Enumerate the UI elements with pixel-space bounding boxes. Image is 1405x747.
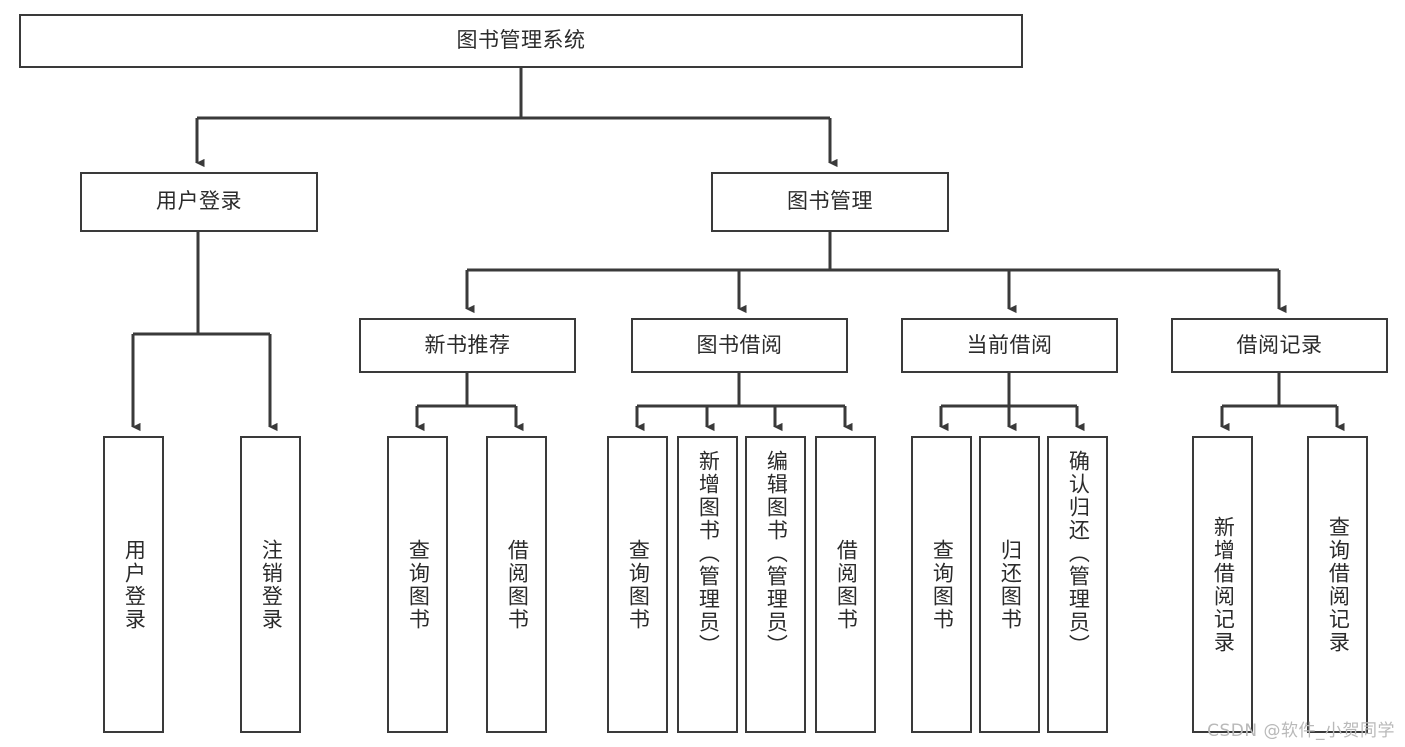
node-label: 查询图书	[626, 538, 651, 631]
leaf-borrow-add-book-admin[interactable]: 新增图书（管理员）	[677, 436, 738, 733]
node-label: 用户登录	[122, 538, 147, 631]
node-user-login[interactable]: 用户登录	[80, 172, 318, 232]
node-label: 图书管理	[787, 189, 873, 214]
node-label: 归还图书	[998, 538, 1023, 631]
leaf-current-confirm-return-admin[interactable]: 确认归还（管理员）	[1047, 436, 1108, 733]
node-borrow-records[interactable]: 借阅记录	[1171, 318, 1388, 373]
leaf-records-query-record[interactable]: 查询借阅记录	[1307, 436, 1368, 733]
node-new-book-recommend[interactable]: 新书推荐	[359, 318, 576, 373]
leaf-records-add-record[interactable]: 新增借阅记录	[1192, 436, 1253, 733]
leaf-current-query-book[interactable]: 查询图书	[911, 436, 972, 733]
node-label: 新书推荐	[424, 332, 511, 357]
node-label: 查询图书	[406, 538, 431, 631]
node-label: 借阅记录	[1236, 332, 1323, 357]
leaf-borrow-borrow-book[interactable]: 借阅图书	[815, 436, 876, 733]
node-label: 查询借阅记录	[1326, 515, 1351, 654]
node-label: 编辑图书（管理员）	[764, 450, 789, 657]
leaf-borrow-query-book[interactable]: 查询图书	[607, 436, 668, 733]
csdn-watermark: CSDN @软件_小贺同学	[1207, 721, 1395, 741]
leaf-user-login-signin[interactable]: 用户登录	[103, 436, 164, 733]
leaf-newbook-query-book[interactable]: 查询图书	[387, 436, 448, 733]
node-book-borrow[interactable]: 图书借阅	[631, 318, 848, 373]
node-root-book-management-system[interactable]: 图书管理系统	[19, 14, 1023, 68]
node-label: 确认归还（管理员）	[1066, 450, 1091, 657]
leaf-borrow-edit-book-admin[interactable]: 编辑图书（管理员）	[745, 436, 806, 733]
leaf-user-login-signout[interactable]: 注销登录	[240, 436, 301, 733]
node-label: 当前借阅	[966, 332, 1053, 357]
node-label: 查询图书	[930, 538, 955, 631]
node-label: 图书借阅	[696, 332, 783, 357]
node-label: 借阅图书	[834, 538, 859, 631]
node-label: 图书管理系统	[456, 28, 586, 53]
node-label: 注销登录	[259, 538, 284, 631]
node-label: 用户登录	[156, 189, 242, 214]
node-label: 新增图书（管理员）	[696, 450, 721, 657]
leaf-newbook-borrow-book[interactable]: 借阅图书	[486, 436, 547, 733]
node-book-management[interactable]: 图书管理	[711, 172, 949, 232]
node-label: 新增借阅记录	[1211, 515, 1236, 654]
leaf-current-return-book[interactable]: 归还图书	[979, 436, 1040, 733]
node-label: 借阅图书	[505, 538, 530, 631]
node-current-borrow[interactable]: 当前借阅	[901, 318, 1118, 373]
